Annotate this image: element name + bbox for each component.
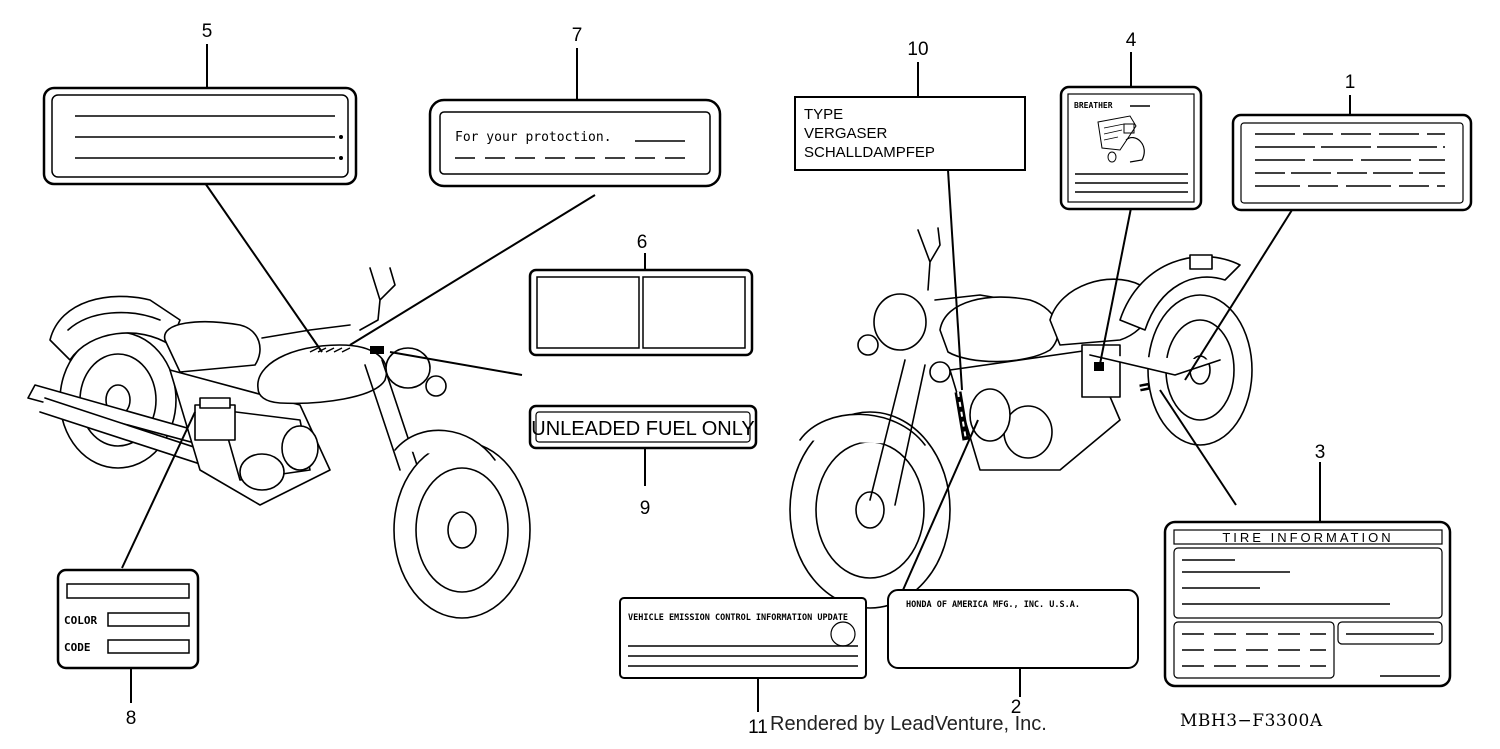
code-text: CODE — [64, 641, 91, 654]
color-text: COLOR — [64, 614, 97, 627]
label-6 — [528, 268, 754, 357]
schalldampfer-text: SCHALLDAMPFEP — [804, 144, 935, 161]
tire-information-text: TIRE INFORMATION — [1222, 530, 1393, 545]
vergaser-text: VERGASER — [804, 125, 888, 142]
callout-9: 9 — [640, 498, 651, 519]
left-motorcycle — [27, 267, 531, 619]
label-9: UNLEADED FUEL ONLY — [528, 404, 758, 450]
callout-10: 10 — [907, 39, 928, 60]
label-7: For your protoction. — [428, 98, 722, 188]
label-5 — [42, 86, 358, 186]
label-3: TIRE INFORMATION — [1163, 520, 1452, 688]
callout-1: 1 — [1345, 72, 1356, 93]
label-10: TYPE VERGASER SCHALLDAMPFEP — [794, 96, 1026, 171]
label-4: BREATHER — [1059, 85, 1203, 211]
protection-text: For your protoction. — [455, 130, 612, 145]
callout-3: 3 — [1315, 442, 1326, 463]
right-motorcycle — [789, 227, 1253, 609]
leader-lines — [121, 44, 1351, 712]
callout-2: 2 — [1011, 697, 1022, 718]
callout-7: 7 — [572, 25, 583, 46]
label-1 — [1231, 113, 1473, 212]
callout-4: 4 — [1126, 30, 1137, 51]
label-2: HONDA OF AMERICA MFG., INC. U.S.A. — [887, 589, 1139, 669]
label-8: COLOR CODE — [56, 568, 200, 670]
callout-11: 11 — [748, 717, 768, 738]
label-11: VEHICLE EMISSION CONTROL INFORMATION UPD… — [619, 597, 867, 679]
breather-illustration — [1097, 115, 1145, 163]
callout-5: 5 — [202, 21, 213, 42]
breather-text: BREATHER — [1074, 101, 1113, 110]
callout-numbers: 5 7 6 9 8 10 4 1 3 11 2 — [126, 21, 1356, 738]
honda-text: HONDA OF AMERICA MFG., INC. U.S.A. — [906, 600, 1080, 610]
unleaded-fuel-text: UNLEADED FUEL ONLY — [531, 418, 754, 440]
type-text: TYPE — [804, 106, 843, 123]
callout-8: 8 — [126, 708, 137, 729]
emission-text: VEHICLE EMISSION CONTROL INFORMATION UPD… — [628, 613, 848, 623]
callout-6: 6 — [637, 232, 648, 253]
